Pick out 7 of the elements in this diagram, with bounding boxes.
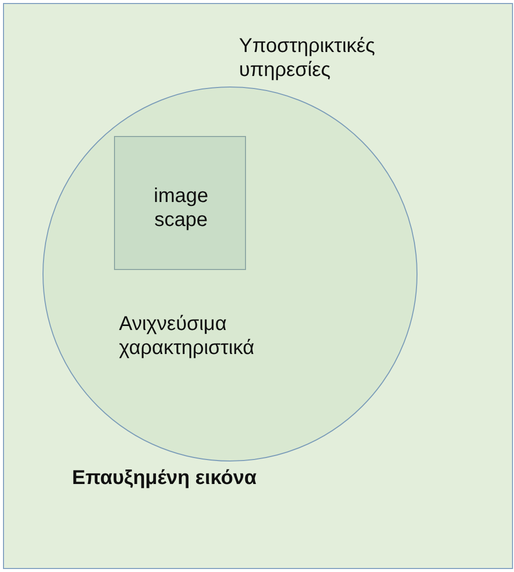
caption-text: Επαυξημένη εικόνα bbox=[72, 466, 258, 490]
outer-region bbox=[3, 3, 513, 569]
circle-label: Ανιχνεύσιμα χαρακτηριστικά bbox=[119, 312, 256, 360]
box-label: image scape bbox=[152, 184, 210, 232]
inner-square bbox=[114, 136, 246, 270]
circle-region bbox=[42, 86, 418, 462]
heading-text: Υποστηρικτικές υπηρεσίες bbox=[239, 34, 376, 82]
